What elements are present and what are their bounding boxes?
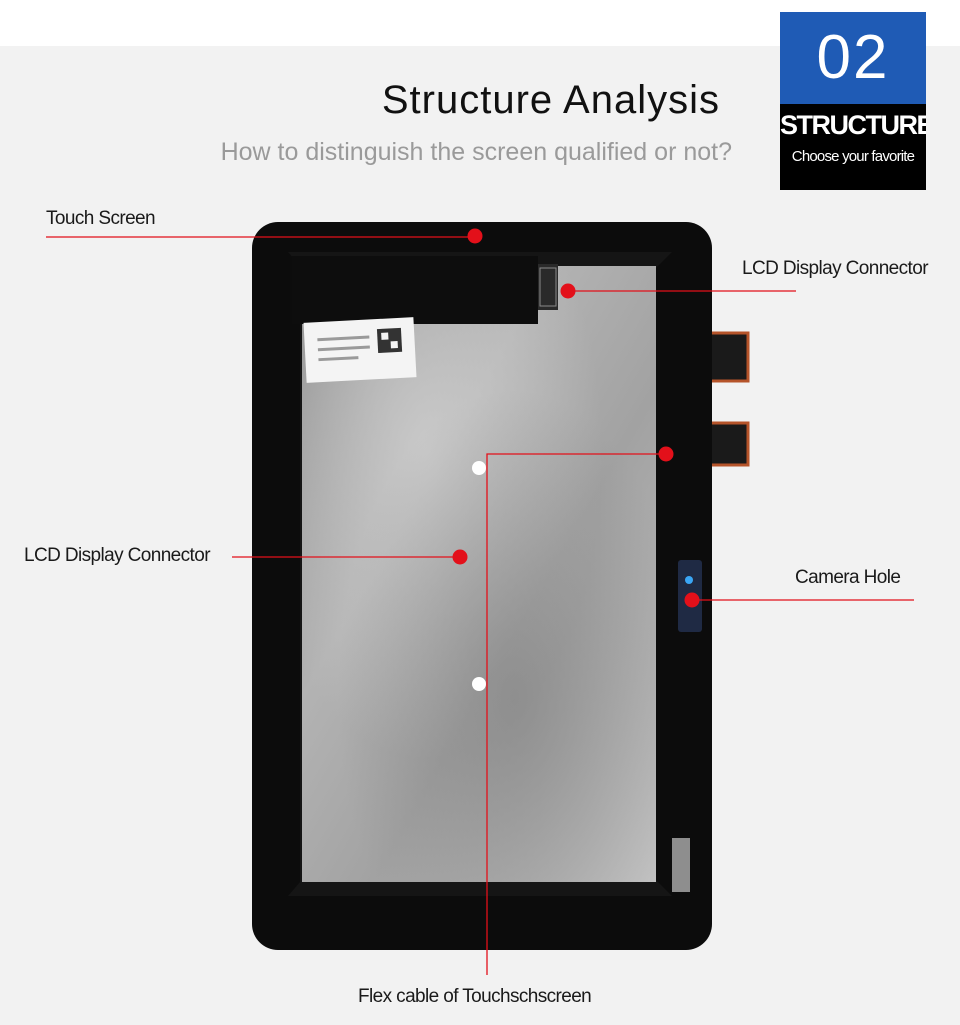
page-title: Structure Analysis: [381, 78, 720, 122]
flex-connector-upper: [706, 333, 748, 381]
panel-side-label: [672, 838, 690, 892]
leader-flex-cable: [486, 453, 666, 975]
lcd-panel: [288, 252, 690, 896]
label-lcd-connector-top: LCD Display Connector: [742, 258, 929, 279]
callout-dot-flex-cable: [658, 446, 674, 462]
lcd-connector-socket: [538, 264, 558, 310]
label-lcd-connector-left: LCD Display Connector: [24, 545, 211, 566]
page-subtitle: How to distinguish the screen qualified …: [220, 138, 732, 166]
qr-code-icon: [376, 327, 403, 354]
badge-number: 02: [780, 12, 926, 104]
label-camera-hole: Camera Hole: [795, 567, 901, 588]
sticker-text-line: [317, 335, 370, 342]
label-touch-screen: Touch Screen: [46, 208, 156, 229]
panel-white-dot: [472, 677, 486, 691]
sticker-text-line: [318, 356, 359, 362]
flex-connector-lower: [706, 423, 748, 465]
badge-word: STRUCTURE: [780, 110, 926, 140]
label-flex-cable: Flex cable of Touchschscreen: [358, 986, 592, 1007]
sticker-text-line: [317, 345, 370, 352]
callout-dot-touch-screen: [467, 228, 483, 244]
lcd-connector-pins: [539, 267, 557, 307]
panel-black-tape: [292, 256, 538, 324]
panel-white-dot: [472, 461, 486, 475]
section-badge: 02 STRUCTURE Choose your favorite: [780, 12, 926, 190]
camera-hole-icon: [685, 576, 693, 584]
callout-dot-lcd-connector-left: [452, 549, 468, 565]
callout-dot-lcd-connector-top: [560, 283, 576, 299]
qr-code-cell: [390, 341, 398, 349]
badge-tagline: Choose your favorite: [791, 148, 915, 165]
qr-code-cell: [381, 332, 389, 340]
callout-dot-camera-hole: [684, 592, 700, 608]
